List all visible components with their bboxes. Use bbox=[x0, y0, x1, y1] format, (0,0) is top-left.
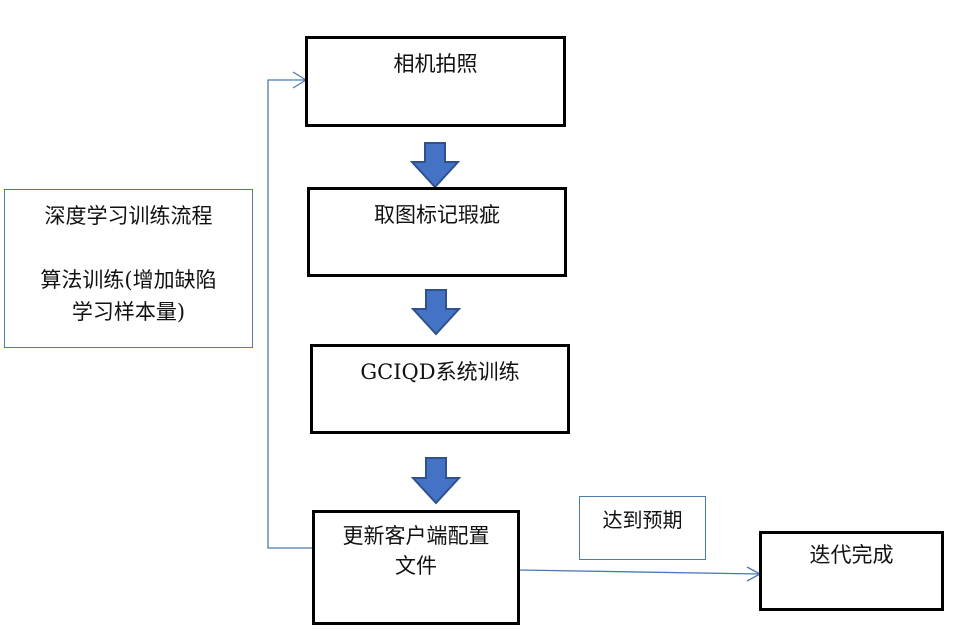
step-capture-box: 取图标记瑕疵 bbox=[307, 187, 567, 277]
side-note-body-line-1: 算法训练(增加缺陷 bbox=[40, 268, 217, 292]
step-update-line-2: 文件 bbox=[395, 554, 437, 578]
down-arrow-3 bbox=[410, 457, 462, 505]
step-camera-label: 相机拍照 bbox=[393, 52, 478, 76]
step-camera-box: 相机拍照 bbox=[305, 36, 566, 127]
condition-reach-box: 达到预期 bbox=[579, 496, 706, 560]
side-note-training-box: 深度学习训练流程 算法训练(增加缺陷 学习样本量) bbox=[4, 189, 253, 348]
side-note-text: 深度学习训练流程 算法训练(增加缺陷 学习样本量) bbox=[5, 200, 252, 328]
step-update-label: 更新客户端配置 文件 bbox=[315, 521, 517, 581]
step-gciqd-box: GCIQD系统训练 bbox=[310, 344, 570, 434]
step-update-box: 更新客户端配置 文件 bbox=[312, 510, 520, 625]
side-note-title: 深度学习训练流程 bbox=[44, 204, 213, 228]
loop-back-connector bbox=[267, 79, 314, 549]
down-arrow-1 bbox=[409, 142, 461, 189]
down-arrow-2 bbox=[410, 289, 462, 336]
step-update-line-1: 更新客户端配置 bbox=[342, 524, 490, 548]
step-gciqd-label: GCIQD系统训练 bbox=[360, 360, 520, 384]
step-done-box: 迭代完成 bbox=[759, 531, 944, 611]
side-note-body-line-2: 学习样本量) bbox=[71, 300, 186, 324]
step-capture-label: 取图标记瑕疵 bbox=[374, 203, 500, 227]
to-done-connector bbox=[517, 569, 761, 575]
condition-reach-label: 达到预期 bbox=[602, 508, 683, 532]
step-done-label: 迭代完成 bbox=[809, 543, 894, 567]
